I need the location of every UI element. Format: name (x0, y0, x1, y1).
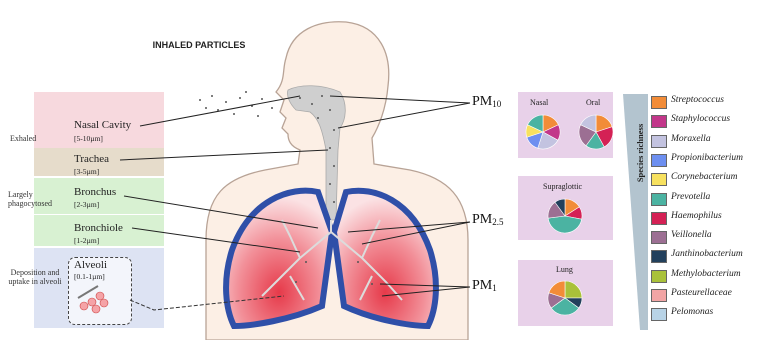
pm10-label: PM10 (472, 94, 501, 110)
legend-label: Staphylococcus (671, 114, 730, 124)
legend-swatch (651, 250, 667, 263)
legend-label: Streptococcus (671, 95, 724, 105)
panel-title-nasal: Nasal (530, 98, 548, 107)
legend-label: Pelomonas (671, 307, 713, 317)
legend-label: Veillonella (671, 230, 712, 240)
legend-item: Corynebacterium (651, 171, 760, 187)
legend-item: Janthinobacterium (651, 248, 760, 264)
legend-label: Haemophilus (671, 211, 722, 221)
legend-item: Staphylococcus (651, 113, 760, 129)
legend-item: Streptococcus (651, 94, 760, 110)
legend-label: Moraxella (671, 134, 711, 144)
species-richness-label: Species richness (635, 115, 645, 191)
legend-item: Haemophilus (651, 210, 760, 226)
legend-swatch (651, 231, 667, 244)
legend-label: Propionibacterium (671, 153, 743, 163)
legend-swatch (651, 115, 667, 128)
legend-item: Methylobacterium (651, 268, 760, 284)
pm25-label: PM2.5 (472, 212, 503, 228)
legend-swatch (651, 193, 667, 206)
legend-label: Corynebacterium (671, 172, 738, 182)
alveoli-icon (78, 286, 108, 313)
legend-swatch (651, 270, 667, 283)
legend-swatch (651, 173, 667, 186)
legend-item: Moraxella (651, 133, 760, 149)
legend-swatch (651, 212, 667, 225)
panel-title-supraglottic: Supraglottic (543, 182, 582, 191)
legend-label: Janthinobacterium (671, 249, 743, 259)
legend-label: Methylobacterium (671, 269, 741, 279)
legend-label: Prevotella (671, 192, 710, 202)
pm1-label: PM1 (472, 278, 497, 294)
panel-title-oral: Oral (586, 98, 600, 107)
legend-item: Pelomonas (651, 306, 760, 322)
legend-swatch (651, 96, 667, 109)
species-richness-label-wrap: Species richness (632, 96, 648, 336)
legend-item: Prevotella (651, 191, 760, 207)
legend-swatch (651, 135, 667, 148)
legend-swatch (651, 289, 667, 302)
panel-title-lung: Lung (556, 265, 573, 274)
inhaled-particles-title: INHALED PARTICLES (152, 40, 246, 51)
legend-item: Pasteurellaceae (651, 287, 760, 303)
legend-item: Propionibacterium (651, 152, 760, 168)
legend-item: Veillonella (651, 229, 760, 245)
legend-swatch (651, 308, 667, 321)
legend-swatch (651, 154, 667, 167)
legend-label: Pasteurellaceae (671, 288, 732, 298)
